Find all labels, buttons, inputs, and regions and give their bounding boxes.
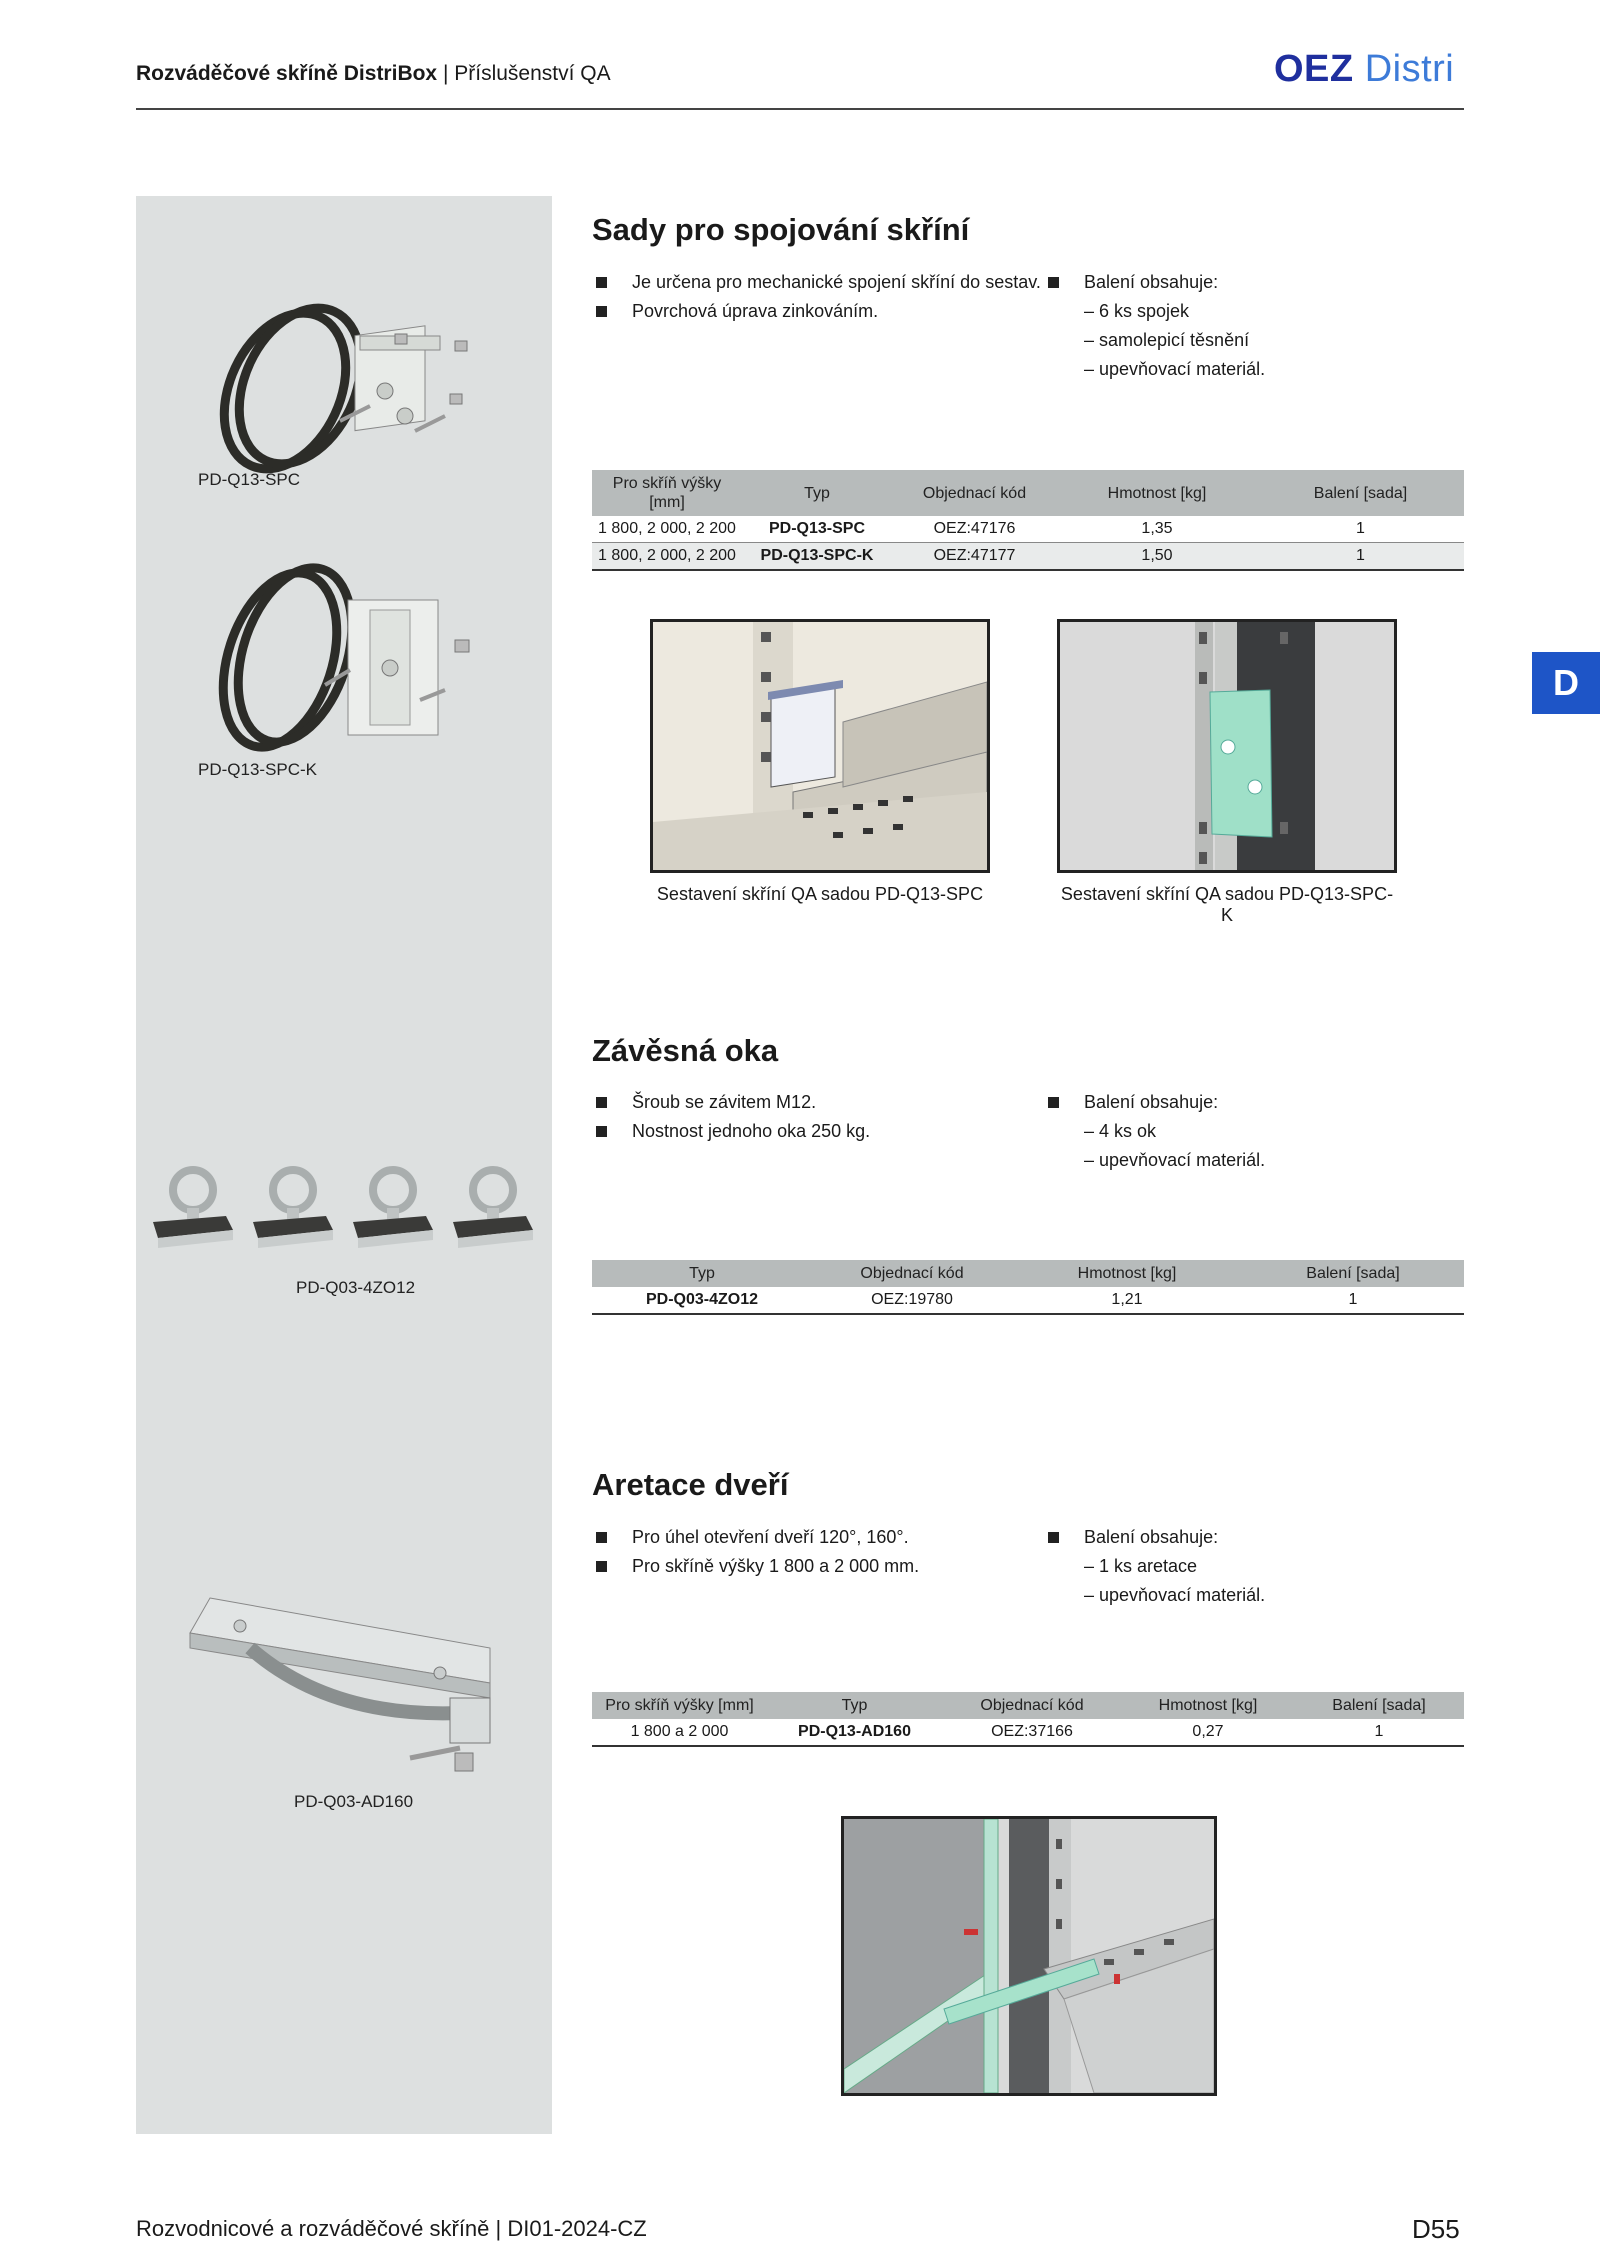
table-cell: 1,50 [1057,542,1257,570]
section-1-package: Balení obsahuje: – 6 ks spojek – samolep… [1048,268,1265,384]
pd-q03-ad160-product-image [189,1597,491,1772]
table-cell: PD-Q13-AD160 [798,1723,911,1740]
table-cell: 1 [1257,516,1464,543]
col-header: Typ [592,1260,812,1287]
table-cell: 1 [1374,1723,1384,1740]
page-footer-text: Rozvodnicové a rozváděčové skříně | DI01… [136,2216,647,2241]
eye-bolt-icon [153,1166,233,1248]
assembly-illustration-spc [653,622,987,870]
feature-item: Pro skříně výšky 1 800 a 2 000 mm. [596,1552,919,1581]
package-title: Balení obsahuje: [1048,1523,1265,1552]
col-header: Typ [767,1692,942,1719]
table-header-row: Pro skříň výšky [mm] Typ Objednací kód H… [592,1692,1464,1719]
table-sady: Pro skříň výšky [mm] Typ Objednací kód H… [592,470,1464,571]
assembly-illustration-spc-k [1060,622,1394,870]
col-header: Typ [742,470,892,516]
table-cell: OEZ:47176 [892,516,1057,543]
section-heading-sady: Sady pro spojování skříní [592,212,970,247]
table-cell: 1 800, 2 000, 2 200 [592,542,742,570]
pd-q13-spc-k-product-image [218,563,470,752]
col-header: Balení [sada] [1242,1260,1464,1287]
col-header: Balení [sada] [1257,470,1464,516]
package-item: – upevňovací materiál. [1084,1150,1266,1170]
col-header: Objednací kód [942,1692,1122,1719]
table-cell: 0,27 [1192,1723,1224,1740]
feature-item: Pro úhel otevření dveří 120°, 160°. [596,1523,919,1552]
logo-oez: OEZ [1274,48,1354,90]
product-label-pd-q03-4zo12: PD-Q03-4ZO12 [296,1278,416,1297]
table-cell: OEZ:47177 [892,542,1057,570]
caption-spc-k: Sestavení skříní QA sadou PD-Q13-SPC-K [1060,884,1394,925]
table-header-row: Typ Objednací kód Hmotnost [kg] Balení [… [592,1260,1464,1287]
section-heading-zavesna-oka: Závěsná oka [592,1033,779,1068]
package-item: – 6 ks spojek [1084,301,1190,321]
table-row: PD-Q03-4ZO12 OEZ:19780 1,21 1 [592,1287,1464,1314]
feature-item: Nostnost jednoho oka 250 kg. [596,1117,870,1146]
package-title: Balení obsahuje: [1048,268,1265,297]
col-header: Hmotnost [kg] [1057,470,1257,516]
section-heading-aretace-dveri: Aretace dveří [592,1467,789,1502]
product-image-sidebar [136,196,552,2134]
door-arrestor-illustration [844,1819,1214,2093]
header-title-separator: | [437,62,455,85]
col-header: Pro skříň výšky [mm] [592,470,742,516]
col-header: Objednací kód [812,1260,1012,1287]
product-label-pd-q13-spc: PD-Q13-SPC [198,470,301,489]
col-header: Balení [sada] [1294,1692,1464,1719]
product-label-pd-q03-ad160: PD-Q03-AD160 [294,1792,414,1811]
pd-q03-4zo12-product-image [153,1166,548,1260]
feature-item: Šroub se závitem M12. [596,1088,870,1117]
table-row: 1 800, 2 000, 2 200 PD-Q13-SPC OEZ:47176… [592,516,1464,543]
assembly-image-spc-k [1057,619,1397,873]
table-cell: PD-Q13-SPC-K [742,542,892,570]
package-item: – 4 ks ok [1084,1121,1157,1141]
door-arrestor-installation-image [841,1816,1217,2096]
section-2-package: Balení obsahuje: – 4 ks ok – upevňovací … [1048,1088,1265,1175]
section-2-features: Šroub se závitem M12. Nostnost jednoho o… [596,1088,870,1146]
package-item: – 1 ks aretace [1084,1556,1198,1576]
package-title: Balení obsahuje: [1048,1088,1265,1117]
section-3-features: Pro úhel otevření dveří 120°, 160°. Pro … [596,1523,919,1581]
table-row: 1 800 a 2 000 PD-Q13-AD160 OEZ:37166 0,2… [592,1719,1464,1746]
package-item: – upevňovací materiál. [1084,359,1266,379]
page-header-title: Rozváděčové skříně DistriBox | Příslušen… [136,62,611,86]
table-cell: PD-Q03-4ZO12 [645,1291,759,1308]
table-cell: PD-Q13-SPC [742,516,892,543]
table-cell: 1 800 a 2 000 [630,1723,729,1740]
feature-item: Povrchová úprava zinkováním. [596,297,1041,326]
page-number: D55 [1412,2214,1460,2244]
col-header: Hmotnost [kg] [1012,1260,1242,1287]
section-1-features: Je určena pro mechanické spojení skříní … [596,268,1041,326]
table-aretace-dveri: Pro skříň výšky [mm] Typ Objednací kód H… [592,1692,1464,1747]
header-rule [136,108,1464,110]
table-row: 1 800, 2 000, 2 200 PD-Q13-SPC-K OEZ:471… [592,542,1464,570]
product-label-pd-q13-spc-k: PD-Q13-SPC-K [198,760,318,779]
oez-distri-logo: OEZ Distri [1274,48,1454,91]
table-cell: OEZ:37166 [991,1723,1073,1740]
table-header-row: Pro skříň výšky [mm] Typ Objednací kód H… [592,470,1464,516]
table-cell: 1 [1257,542,1464,570]
col-header: Hmotnost [kg] [1122,1692,1294,1719]
table-cell: 1 800, 2 000, 2 200 [592,516,742,543]
col-header: Objednací kód [892,470,1057,516]
header-title-rest: Příslušenství QA [454,62,611,85]
header-title-bold: Rozváděčové skříně DistriBox [136,62,438,85]
feature-item: Je určena pro mechanické spojení skříní … [596,268,1041,297]
table-zavesna-oka: Typ Objednací kód Hmotnost [kg] Balení [… [592,1260,1464,1315]
section-d-tab: D [1532,652,1600,714]
col-header: Pro skříň výšky [mm] [592,1692,767,1719]
section-3-package: Balení obsahuje: – 1 ks aretace – upevňo… [1048,1523,1265,1610]
table-cell: 1,21 [1111,1291,1143,1308]
caption-spc: Sestavení skříní QA sadou PD-Q13-SPC [656,884,984,904]
table-cell: 1,35 [1057,516,1257,543]
table-cell: OEZ:19780 [871,1291,953,1308]
logo-distri: Distri [1364,48,1455,90]
table-cell: 1 [1348,1291,1358,1308]
package-item: – samolepicí těsnění [1084,330,1250,350]
pd-q13-spc-product-image [219,303,468,474]
assembly-image-spc [650,619,990,873]
package-item: – upevňovací materiál. [1084,1585,1266,1605]
